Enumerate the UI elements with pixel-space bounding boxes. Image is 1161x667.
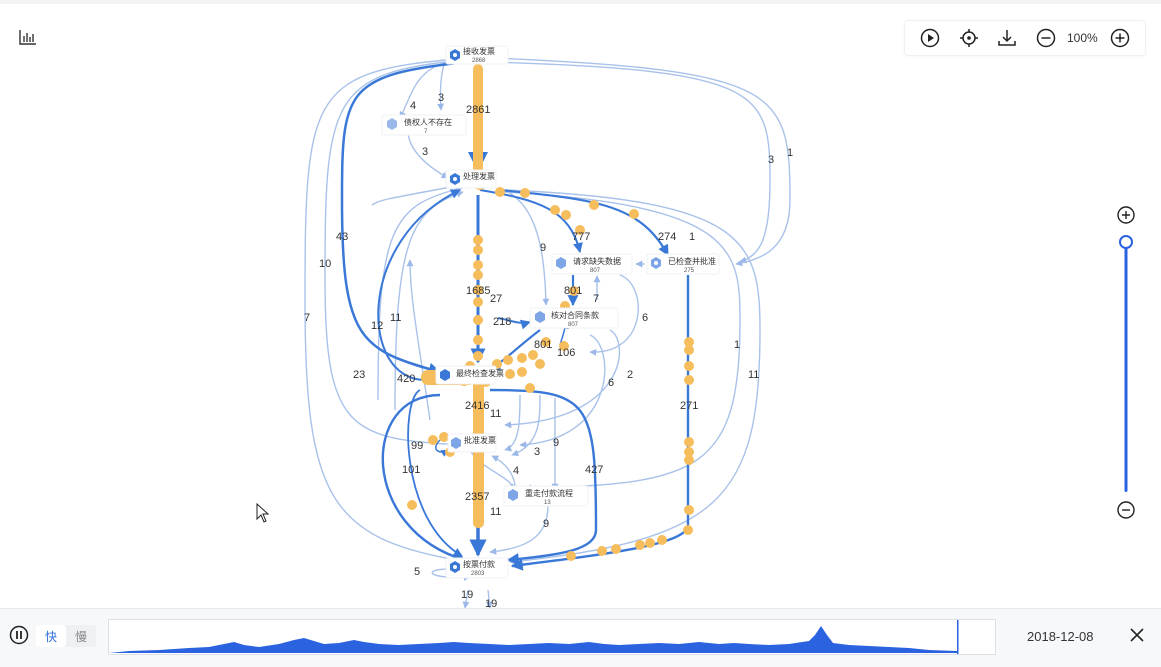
zoom-in-icon[interactable]	[1110, 28, 1130, 48]
node-missing-label: 请求缺失数据	[573, 256, 621, 266]
node-approve-label: 批准发票	[464, 435, 496, 445]
edge-label: 6	[608, 377, 614, 389]
node-final-label: 最终检查发票	[456, 368, 504, 378]
node-receive[interactable]: 接收发票 2868	[445, 45, 509, 65]
edge-label: 2416	[465, 400, 489, 412]
edge-label: 11	[748, 369, 759, 381]
edge-label: 2	[627, 369, 633, 381]
edge-label: 1	[689, 231, 695, 243]
edge-label: 9	[540, 242, 546, 254]
edge-label: 4	[410, 100, 416, 112]
speed-fast-button[interactable]: 快	[36, 625, 67, 647]
node-contract-count: 807	[568, 322, 579, 328]
zoom-level: 100%	[1067, 31, 1098, 45]
node-missing-count: 807	[590, 268, 601, 274]
node-receive-count: 2868	[472, 58, 486, 64]
slider-zoom-in-icon	[1117, 206, 1135, 224]
node-missing-data[interactable]: 请求缺失数据 807	[551, 253, 633, 275]
edge-label: 19	[461, 589, 473, 601]
edge-label: 3	[422, 146, 428, 158]
edge-label: 271	[680, 400, 698, 412]
edge-label: 801	[564, 285, 582, 297]
node-approve[interactable]: 批准发票	[447, 433, 497, 453]
edge-label: 1	[787, 147, 793, 159]
node-contract-label: 核对合同条款	[551, 310, 599, 320]
node-redo-count: 13	[544, 500, 551, 506]
top-border	[0, 0, 1161, 4]
edge-label: 10	[319, 258, 331, 270]
edge-label: 27	[490, 293, 502, 305]
edge-label: 3	[768, 154, 774, 166]
edge-label: 420	[397, 373, 415, 385]
edge-label: 23	[353, 369, 365, 381]
slider-zoom-out-icon	[1117, 501, 1135, 519]
edge-label: 43	[336, 231, 348, 243]
edge-label: 3	[534, 446, 540, 458]
edge-label: 1685	[466, 285, 490, 297]
current-date: 2018-12-08	[1027, 629, 1094, 644]
node-final-check[interactable]: 最终检查发票	[435, 365, 504, 385]
edge-label: 5	[414, 566, 420, 578]
edge-label: 106	[557, 347, 575, 359]
edge-label: 274	[658, 231, 676, 243]
edge-label: 4	[513, 465, 519, 477]
edge-label: 7	[593, 293, 599, 305]
edge-labels: 2861 4 3 3 3 1 43 10 7 9 777 274 1 1685 …	[304, 92, 793, 608]
node-bad-label: 债权人不存在	[404, 117, 452, 127]
edge-label: 777	[572, 231, 590, 243]
slider-handle	[1119, 235, 1133, 249]
node-scan[interactable]: 处理发票	[445, 169, 497, 189]
edge-label: 801	[534, 339, 552, 351]
edge-label: 101	[402, 464, 420, 476]
locate-icon[interactable]	[959, 28, 979, 48]
play-icon[interactable]	[920, 28, 940, 48]
node-pay[interactable]: 按票付款 2803	[445, 557, 509, 579]
edge-label: 2861	[466, 104, 490, 116]
zoom-slider[interactable]	[1114, 204, 1138, 520]
edge-label: 1	[734, 339, 740, 351]
edge-label: 9	[543, 518, 549, 530]
node-contract[interactable]: 核对合同条款 807	[529, 307, 619, 329]
bar-chart-icon[interactable]	[18, 28, 38, 46]
close-icon[interactable]	[1129, 627, 1145, 643]
node-pay-label: 按票付款	[463, 559, 495, 569]
edge-label: 19	[485, 598, 497, 608]
edge-label: 3	[438, 92, 444, 104]
edge-label: 7	[304, 312, 310, 324]
pause-icon[interactable]	[9, 625, 29, 645]
edge-label: 11	[490, 408, 501, 420]
process-graph[interactable]: 接收发票 2868 债权人不存在 7 处理发票 请求缺失数据 807 已检查并批…	[0, 0, 1161, 608]
node-approved[interactable]: 已检查并批准 275	[646, 253, 720, 275]
download-icon[interactable]	[997, 28, 1017, 48]
node-approved-label: 已检查并批准	[668, 256, 716, 266]
timeline-density-chart	[109, 620, 959, 654]
node-bad-creditor[interactable]: 债权人不存在 7	[381, 114, 467, 136]
edge-label: 12	[371, 320, 383, 332]
graph-toolbar: 100%	[904, 20, 1146, 56]
node-redo-label: 重走付款流程	[525, 488, 573, 498]
speed-slow-button[interactable]: 慢	[75, 630, 88, 644]
node-scan-label: 处理发票	[463, 171, 495, 181]
zoom-out-icon[interactable]	[1036, 28, 1056, 48]
edge-label: 6	[642, 312, 648, 324]
edge-label: 2357	[465, 491, 489, 503]
node-redo[interactable]: 重走付款流程 13	[503, 485, 589, 507]
playback-bar: 快 慢 2018-12-08	[0, 608, 1161, 667]
edge-label: 427	[585, 464, 603, 476]
node-receive-label: 接收发票	[463, 46, 495, 56]
edge-label: 9	[553, 437, 559, 449]
node-pay-count: 2803	[471, 571, 485, 577]
timeline[interactable]	[108, 619, 996, 655]
edge-label: 99	[411, 440, 423, 452]
edge-label: 11	[390, 312, 401, 324]
speed-toggle: 快 慢	[36, 625, 97, 647]
edge-label: 218	[493, 316, 511, 328]
node-approved-count: 275	[684, 268, 695, 274]
edge-label: 11	[490, 506, 501, 518]
mouse-cursor-icon	[256, 503, 270, 523]
node-bad-count: 7	[424, 129, 428, 135]
